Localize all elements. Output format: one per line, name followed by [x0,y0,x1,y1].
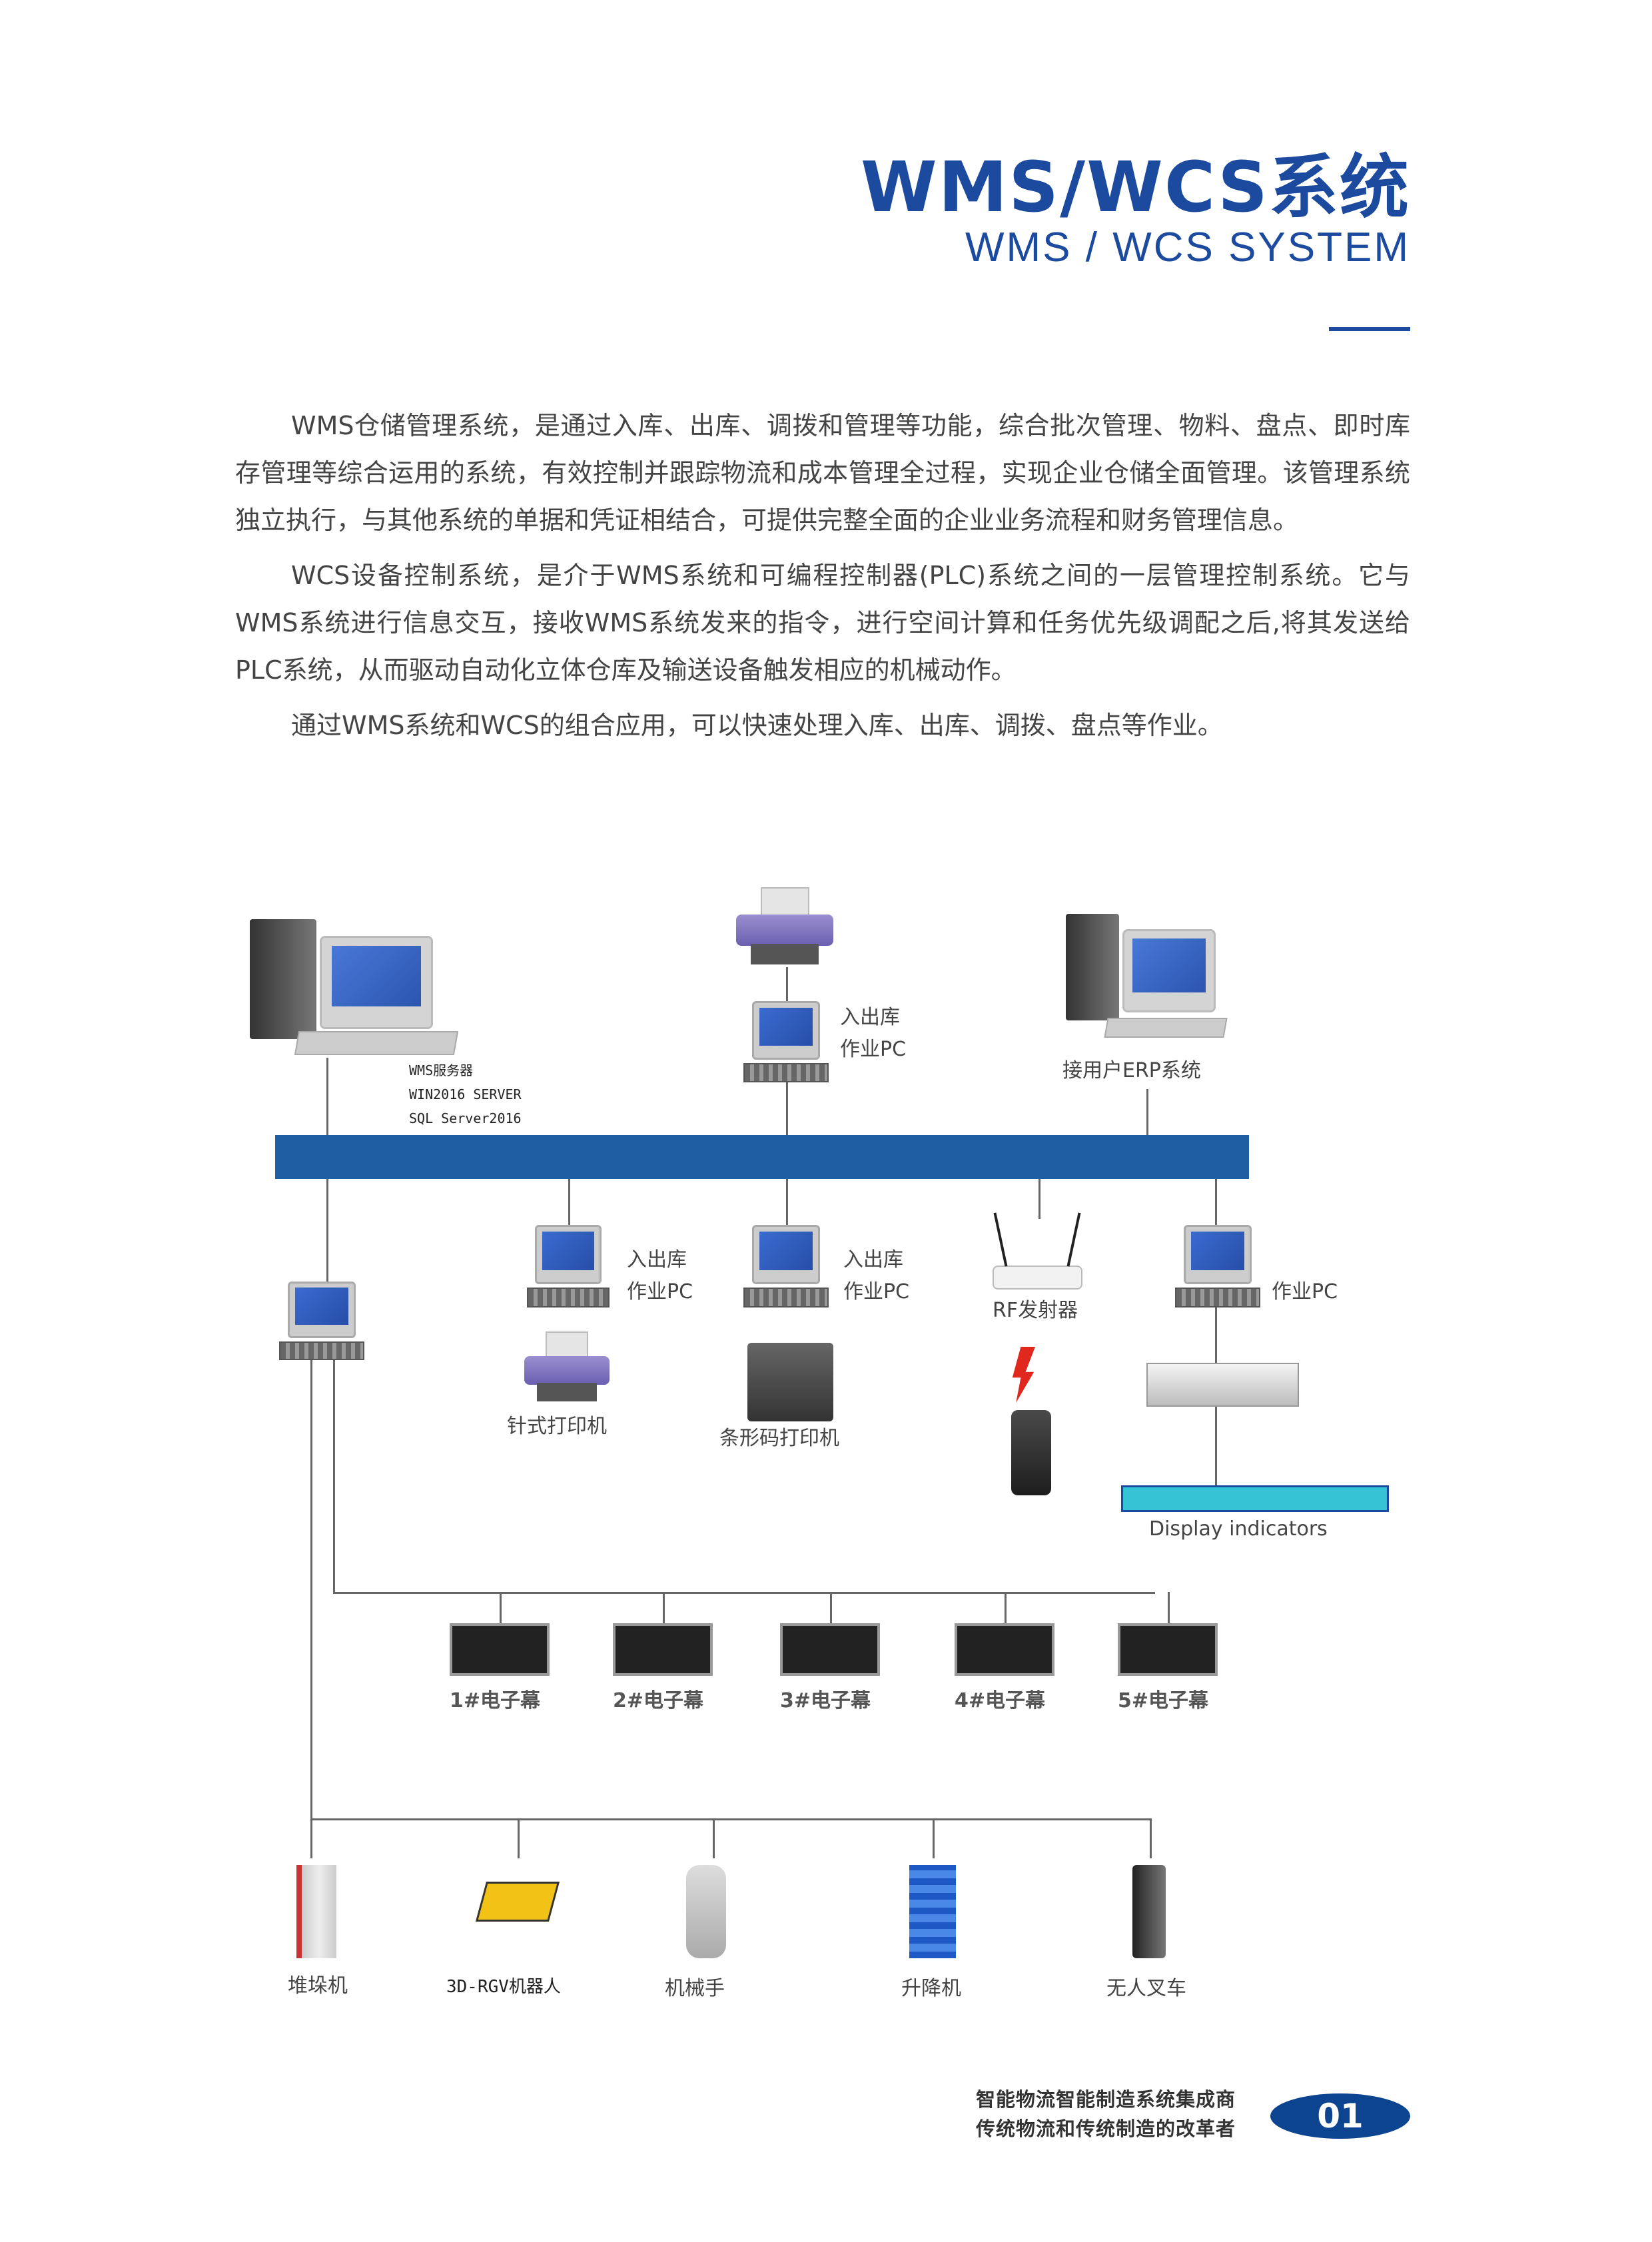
pc-icon [743,1001,829,1082]
server-tower-icon [250,919,316,1039]
server-label-1: WMS服务器 [409,1062,474,1078]
barcode-printer-label: 条形码打印机 [719,1427,839,1450]
controller-icon [1146,1363,1299,1407]
erp-label: 接用户ERP系统 [1062,1059,1201,1082]
server-label-2: WIN2016 SERVER [409,1086,522,1102]
pc2-label-2: 作业PC [843,1280,910,1304]
screen-label: 3#电子幕 [780,1689,871,1712]
antenna-icon [1066,1212,1081,1267]
pc-icon [527,1225,610,1308]
display-label: Display indicators [1149,1517,1328,1541]
handheld-scanner-icon [1011,1410,1051,1495]
erp-monitor-icon [1122,929,1216,1012]
footer-slogan-1: 智能物流智能制造系统集成商 [976,2088,1236,2111]
device-label: 机械手 [665,1977,725,2000]
network-bus [275,1135,1249,1179]
page-title: WMS/WCS系统 [861,147,1410,228]
led-screen-icon [780,1623,880,1676]
led-screen-icon [1118,1623,1218,1676]
server-label-3: SQL Server2016 [409,1110,522,1126]
wcs-pc-icon [279,1282,364,1360]
paragraph-combo: 通过WMS系统和WCS的组合应用，可以快速处理入库、出库、调拨、盘点等作业。 [291,711,1223,740]
led-screen-icon [613,1623,713,1676]
device-label: 升降机 [901,1977,961,2000]
agv-forklift-icon [1132,1865,1166,1958]
led-screen-icon [450,1623,550,1676]
dot-printer-icon [524,1331,610,1403]
rgv-robot-icon [475,1882,560,1922]
footer-slogan-2: 传统物流和传统制造的改革者 [976,2117,1236,2140]
title-divider [1329,327,1410,331]
dot-printer-label: 针式打印机 [507,1415,607,1438]
paragraph-wcs: WCS设备控制系统，是介于WMS系统和可编程控制器(PLC)系统之间的一层管理控… [235,561,1410,685]
server-monitor-icon [320,936,433,1029]
barcode-printer-icon [747,1343,833,1421]
pc1-label-2: 作业PC [627,1280,693,1304]
printer-icon [736,887,833,966]
keyboard-icon [1104,1018,1228,1038]
screen-label: 4#电子幕 [955,1689,1046,1712]
pc-icon [743,1225,829,1308]
pc-icon [1175,1225,1260,1308]
led-screen-icon [955,1623,1054,1676]
device-label: 堆垛机 [288,1974,348,1998]
body-text: WMS仓储管理系统，是通过入库、出库、调拨和管理等功能，综合批次管理、物料、盘点… [235,402,1410,757]
keyboard-icon [294,1031,459,1055]
device-label: 3D-RGV机器人 [446,1977,561,1997]
lift-icon [909,1865,956,1958]
rf-label: RF发射器 [993,1299,1078,1322]
pc1-label-1: 入出库 [627,1248,687,1272]
robot-arm-icon [686,1865,726,1958]
pc2-label-1: 入出库 [843,1248,903,1272]
top-pc-label-1: 入出库 [840,1006,900,1029]
stacker-crane-icon [296,1865,336,1958]
lightning-icon [1012,1347,1035,1403]
erp-tower-icon [1066,914,1119,1020]
screen-label: 2#电子幕 [613,1689,704,1712]
pc3-label: 作业PC [1272,1280,1338,1304]
antenna-icon [993,1212,1008,1267]
page-number: 01 [1270,2093,1410,2139]
paragraph-wms: WMS仓储管理系统，是通过入库、出库、调拨和管理等功能，综合批次管理、物料、盘点… [235,411,1410,535]
display-indicator-strip [1121,1485,1389,1512]
page-subtitle: WMS / WCS SYSTEM [965,224,1410,270]
screen-label: 5#电子幕 [1118,1689,1209,1712]
device-label: 无人叉车 [1106,1977,1186,2000]
router-icon [993,1266,1082,1290]
top-pc-label-2: 作业PC [840,1038,907,1061]
screen-label: 1#电子幕 [450,1689,541,1712]
